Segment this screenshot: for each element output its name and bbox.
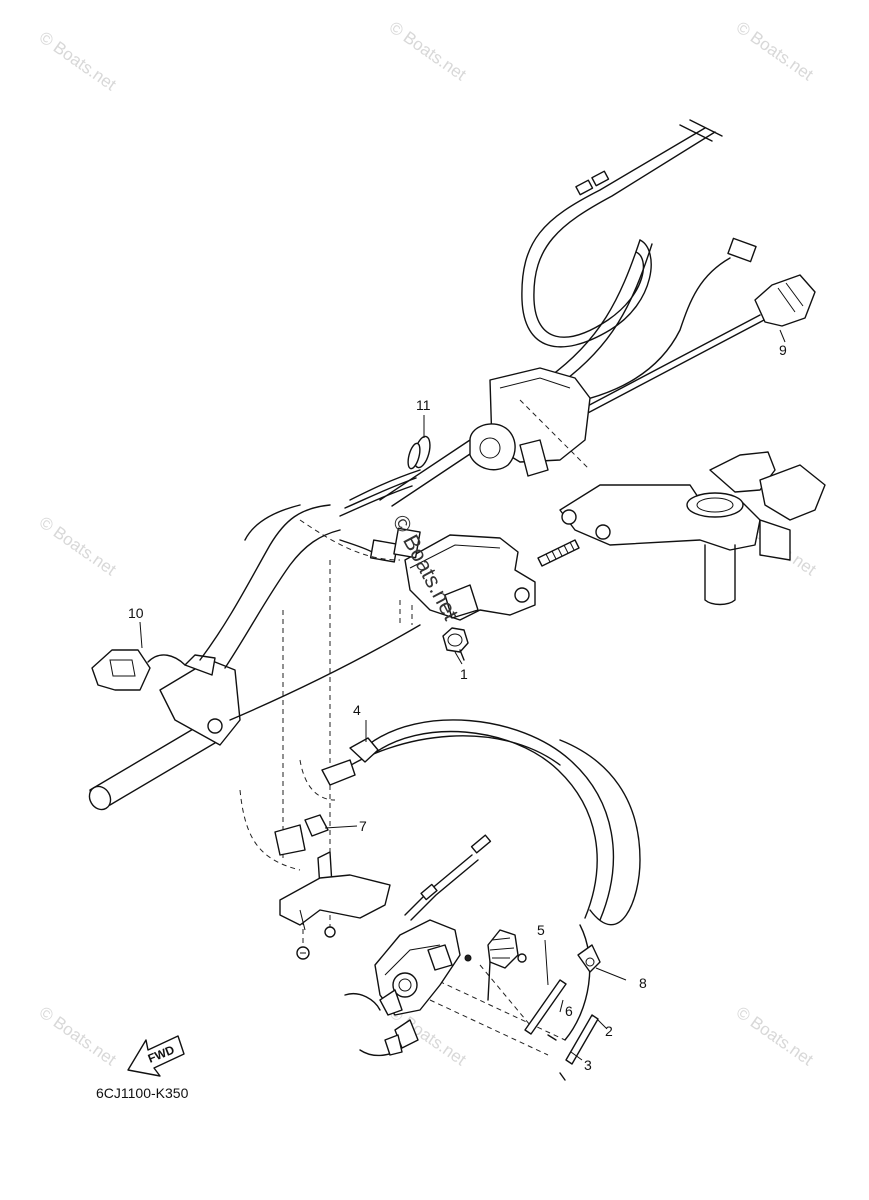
- steering-bracket: [559, 451, 826, 606]
- callout-2: 2: [605, 1023, 613, 1039]
- callout-5: 5: [537, 922, 545, 938]
- threaded-rod: [537, 539, 580, 567]
- lower-bracket: [279, 851, 391, 960]
- callout-3: 3: [584, 1057, 592, 1073]
- watermark: © Boats.net: [36, 1003, 120, 1070]
- callout-8: 8: [639, 975, 647, 991]
- leader-lines: [139, 329, 786, 1061]
- callout-1: 1: [460, 666, 468, 682]
- callout-10: 10: [128, 605, 144, 621]
- cable-loops: [334, 469, 641, 1041]
- callout-6: 6: [565, 1003, 573, 1019]
- control-housing: [399, 534, 536, 625]
- callouts: 1 2 3 4 5 6 7 8 9 10 11: [128, 342, 787, 1073]
- watermark: © Boats.net: [36, 513, 120, 580]
- nut-1: [442, 627, 469, 661]
- watermark: © Boats.net: [733, 18, 817, 85]
- watermark: © Boats.net: [36, 28, 120, 95]
- watermark: © Boats.net: [733, 1003, 817, 1070]
- diagram-code: 6CJ1100-K350: [96, 1085, 189, 1101]
- cable-clip-11: [407, 435, 431, 470]
- upper-mount-bracket: [469, 367, 591, 477]
- fwd-arrow-icon: FWD: [127, 1035, 185, 1077]
- watermark: © Boats.net: [386, 18, 470, 85]
- callout-7: 7: [359, 818, 367, 834]
- clip-7: [274, 814, 329, 856]
- link-rods: [524, 979, 599, 1081]
- shift-mechanism: [344, 834, 492, 1057]
- dashed-guides: [239, 560, 566, 1056]
- callout-4: 4: [353, 702, 361, 718]
- clip-4: [321, 737, 379, 786]
- center-connector: [339, 527, 421, 563]
- wire-harness-9: [559, 237, 816, 416]
- clip-10: [91, 649, 186, 691]
- gear-link: [487, 929, 527, 1001]
- clip-8: [577, 944, 601, 973]
- tiller-handle: [88, 504, 421, 811]
- callout-9: 9: [779, 342, 787, 358]
- callout-11: 11: [416, 397, 431, 413]
